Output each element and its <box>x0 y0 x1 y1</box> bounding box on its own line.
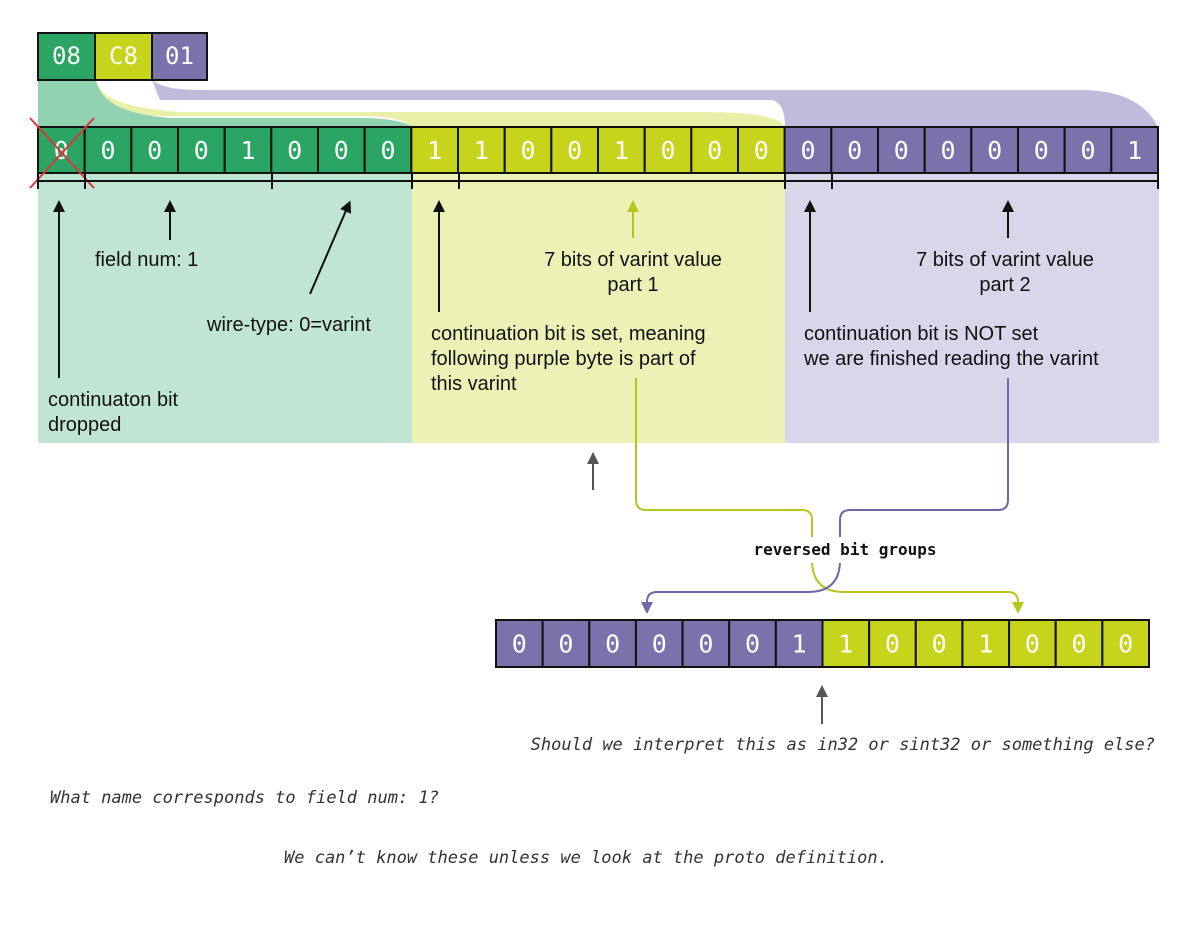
top-bit-12: 1 <box>614 136 629 165</box>
top-cell-2 <box>130 126 179 174</box>
label-continuation-dropped-2: dropped <box>48 414 121 436</box>
top-cell-5 <box>270 126 320 174</box>
hex-bytes: 08 C8 01 <box>37 32 208 81</box>
label-continuation-set-3: this varint <box>431 373 517 395</box>
bottom-bit-5: 0 <box>745 630 760 659</box>
strike-icon <box>29 117 95 189</box>
bottom-bit-9: 0 <box>932 630 947 659</box>
bottom-cell-13 <box>1101 619 1151 668</box>
question-field-name: What name corresponds to field num: 1? <box>50 788 439 808</box>
label-field-num: field num: 1 <box>95 249 198 271</box>
bottom-cell-2 <box>588 619 637 668</box>
top-bit-2: 0 <box>147 136 162 165</box>
bottom-bit-0: 0 <box>512 630 527 659</box>
top-cell-4 <box>223 126 273 174</box>
bottom-bit-row: 0 0 0 0 0 0 1 1 0 0 1 0 0 0 <box>495 619 1151 668</box>
bottom-cell-5 <box>728 619 777 668</box>
label-continuation-not-set-1: continuation bit is NOT set <box>804 323 1039 345</box>
label-continuation-not-set-2: we are finished reading the varint <box>803 348 1099 370</box>
arrow-wire-type <box>309 200 352 295</box>
top-cell-17 <box>830 126 879 174</box>
top-bit-5: 0 <box>287 136 302 165</box>
label-varint-part1-2: part 1 <box>607 274 658 296</box>
top-bit-4: 1 <box>240 136 255 165</box>
label-wire-type: wire-type: 0=varint <box>206 314 371 336</box>
top-bit-17: 0 <box>847 136 862 165</box>
label-varint-part2-1: 7 bits of varint value <box>916 249 1094 271</box>
top-bit-6: 0 <box>334 136 349 165</box>
top-bit-16: 0 <box>800 136 815 165</box>
top-bit-22: 0 <box>1080 136 1095 165</box>
bottom-bit-7: 1 <box>838 630 853 659</box>
top-cell-7 <box>363 126 413 174</box>
label-continuation-set-1: continuation bit is set, meaning <box>431 323 706 345</box>
top-bit-10: 0 <box>520 136 535 165</box>
bottom-bit-13: 0 <box>1118 630 1133 659</box>
hex-byte-08: 08 <box>52 42 81 70</box>
top-bit-15: 0 <box>754 136 769 165</box>
bottom-cell-3 <box>634 619 684 668</box>
purple-panel <box>785 160 1159 443</box>
bottom-bit-11: 0 <box>1025 630 1040 659</box>
reversed-label-bg <box>730 537 960 563</box>
bottom-bit-2: 0 <box>605 630 620 659</box>
bottom-bit-6: 1 <box>792 630 807 659</box>
label-continuation-set-2: following purple byte is part of <box>431 348 696 370</box>
top-cell-6 <box>317 126 366 174</box>
top-bit-7: 0 <box>380 136 395 165</box>
bit-group-brackets <box>37 173 1159 189</box>
proto-definition-note: We can’t know these unless we look at th… <box>284 848 888 868</box>
hex-byte-01: 01 <box>165 42 194 70</box>
top-bit-18: 0 <box>894 136 909 165</box>
hex-byte-08-box <box>37 32 96 81</box>
bottom-cell-0 <box>495 619 544 668</box>
top-bit-3: 0 <box>194 136 209 165</box>
bottom-cell-1 <box>541 619 591 668</box>
top-bit-11: 0 <box>567 136 582 165</box>
bottom-bit-3: 0 <box>652 630 667 659</box>
bottom-bit-12: 0 <box>1072 630 1087 659</box>
top-cell-1 <box>83 126 133 174</box>
reversed-bit-groups-label: reversed bit groups <box>753 540 936 559</box>
hex-byte-c8: C8 <box>109 42 138 70</box>
top-cell-23 <box>1110 126 1160 174</box>
label-continuation-dropped-1: continuaton bit <box>48 389 179 411</box>
top-cell-12 <box>597 126 646 174</box>
label-varint-part2-2: part 2 <box>979 274 1030 296</box>
top-cell-15 <box>737 126 786 174</box>
top-bit-23: 1 <box>1127 136 1142 165</box>
top-cell-10 <box>503 126 553 174</box>
top-bit-21: 0 <box>1034 136 1049 165</box>
label-varint-part1-1: 7 bits of varint value <box>544 249 722 271</box>
top-cell-22 <box>1063 126 1113 174</box>
top-bit-1: 0 <box>100 136 115 165</box>
top-cell-21 <box>1017 126 1066 174</box>
top-bit-14: 0 <box>707 136 722 165</box>
top-bit-9: 1 <box>474 136 489 165</box>
top-cell-18 <box>877 126 926 174</box>
top-cell-11 <box>550 126 599 174</box>
top-bit-13: 0 <box>660 136 675 165</box>
top-cell-3 <box>177 126 226 174</box>
bottom-bit-8: 0 <box>885 630 900 659</box>
purple-fan <box>152 80 1158 127</box>
top-bit-8: 1 <box>427 136 442 165</box>
top-bit-20: 0 <box>987 136 1002 165</box>
bottom-bit-4: 0 <box>698 630 713 659</box>
lime-panel <box>412 160 785 443</box>
question-interpret: Should we interpret this as in32 or sint… <box>531 735 1155 755</box>
top-cell-19 <box>923 126 973 174</box>
bottom-cell-12 <box>1054 619 1104 668</box>
bottom-bit-1: 0 <box>558 630 573 659</box>
green-fan <box>38 80 412 127</box>
top-bit-19: 0 <box>940 136 955 165</box>
top-cell-9 <box>457 126 506 174</box>
hex-byte-01-box <box>151 32 208 81</box>
lime-fan <box>96 80 785 127</box>
bottom-bit-10: 1 <box>978 630 993 659</box>
